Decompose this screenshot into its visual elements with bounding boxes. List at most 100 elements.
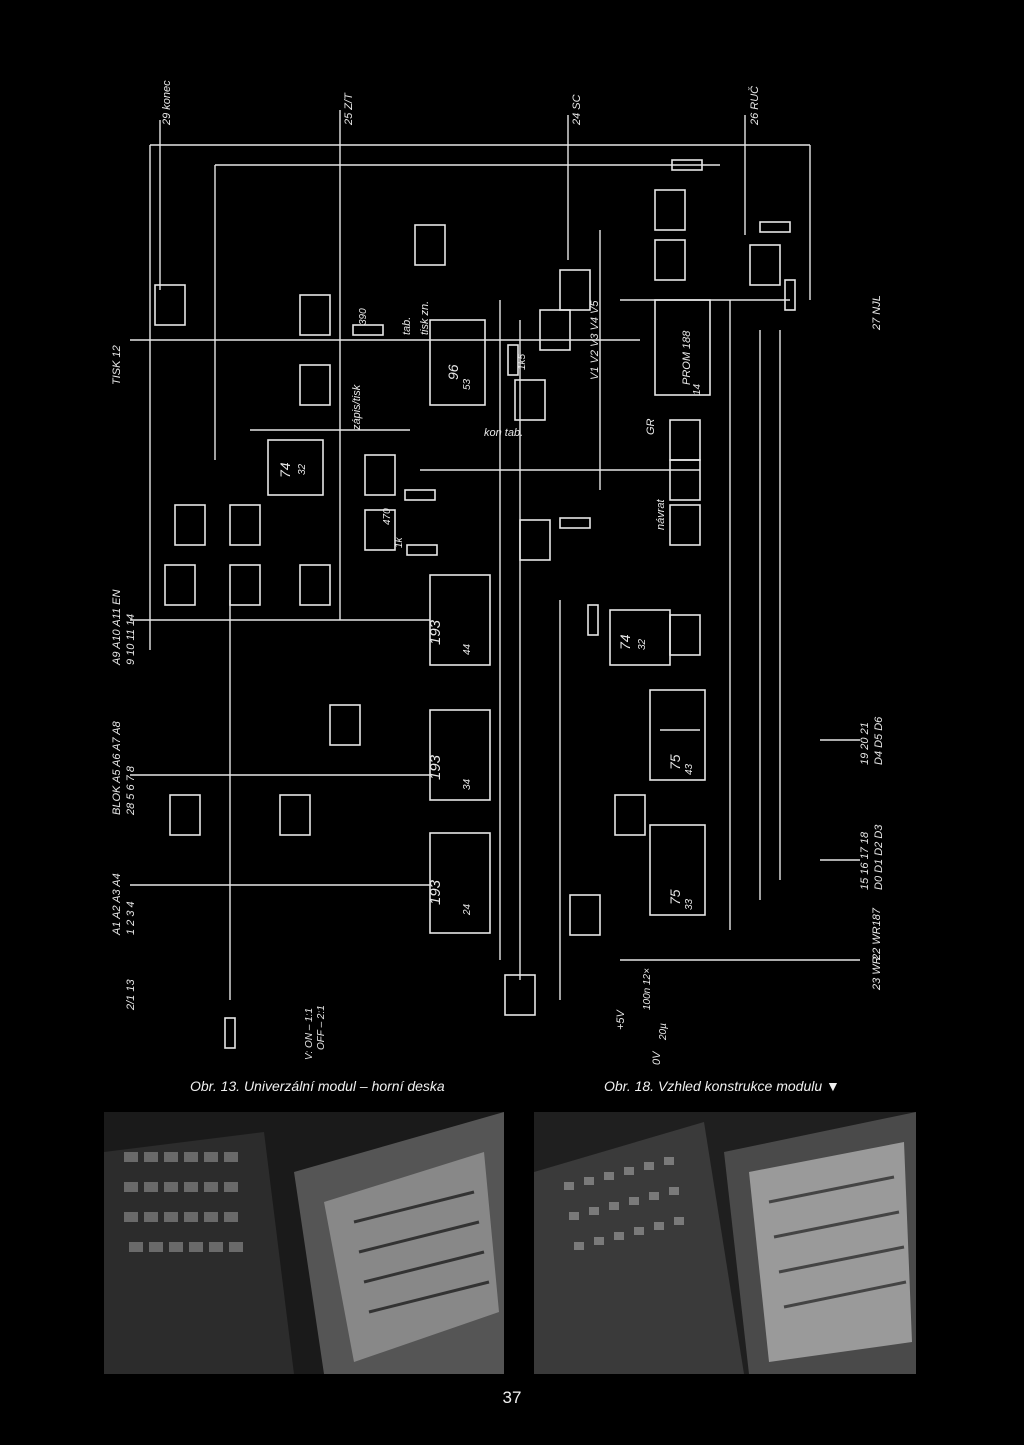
latch-chip-43: [649, 689, 706, 781]
latch-1-id: 43: [684, 763, 695, 775]
schematic-diagram: 193 193 193 44 34 24 PROM 188 14 96 53 7…: [111, 80, 885, 1065]
signal-19-21: 19 20 21: [859, 722, 871, 765]
label-v-on: V: ON – 1:1: [304, 1008, 315, 1060]
signal-a1-a4: A1 A2 A3 A4: [111, 873, 123, 936]
signal-a9-a11-pins: 9 10 11 14: [125, 614, 137, 665]
resistor-1k5a: [507, 344, 519, 376]
label-1k: 1k: [394, 536, 405, 548]
counter-3-id: 24: [462, 903, 473, 916]
resistor-1k5d: [759, 221, 791, 233]
resistor-390a: [352, 324, 384, 336]
latch-chip-33: [649, 824, 706, 916]
signal-wr187: 22 WR187: [871, 907, 883, 961]
label-20u: 20µ: [658, 1023, 669, 1041]
signal-sc: 24 SC: [571, 94, 583, 126]
gate-00-41: [539, 309, 571, 351]
resistor-1k5c: [671, 159, 703, 171]
resistor-390c: [406, 544, 438, 556]
down-triangle-icon: ▼: [826, 1078, 840, 1094]
gate-05-54d: [669, 459, 701, 501]
label-plus5v: +5V: [615, 1008, 627, 1030]
mux-chip: [429, 319, 486, 406]
label-v-row: V1 V2 V3 V4 V5: [589, 300, 601, 380]
signal-njl: 27 NJL: [871, 295, 883, 331]
signal-d0-d3: D0 D1 D2 D3: [873, 824, 885, 890]
label-off: OFF – 2:1: [316, 1005, 327, 1050]
label-100n: 100n: [642, 987, 653, 1010]
signal-15-18: 15 16 17 18: [859, 831, 871, 890]
prom-id: 14: [692, 383, 703, 395]
counter-chip-34: [429, 709, 491, 801]
mux-label: 96: [445, 364, 461, 380]
gate-08-21: [654, 239, 686, 281]
photo-module-right: [534, 1112, 916, 1374]
label-1k5: 1k5: [517, 353, 528, 370]
label-kon-tab: kon tab.: [484, 427, 523, 439]
page-number: 37: [502, 1388, 522, 1407]
counter-chip-24: [429, 832, 491, 934]
gate-04-42b: [504, 974, 536, 1016]
gate-08-23: [299, 294, 331, 336]
counter-1-id: 44: [462, 643, 473, 655]
gate-08-23b: [364, 509, 396, 551]
wiring: [130, 110, 860, 1000]
ff-2-id: 32: [637, 638, 648, 650]
figure-caption-left: Obr. 13. Univerzální modul – horní deska: [190, 1078, 445, 1094]
gate-08-22: [154, 284, 186, 326]
label-tisk-zn: tisk zn.: [419, 301, 431, 335]
gate-05-54e: [669, 504, 701, 546]
gate-04-42a: [519, 519, 551, 561]
ff-2-label: 74: [617, 634, 633, 650]
resistor-390b: [404, 489, 436, 501]
gate-00-41b: [279, 794, 311, 836]
gate-02-51d: [569, 894, 601, 936]
signal-konec: 29 konec: [161, 80, 173, 126]
latch-2-label: 75: [667, 889, 683, 905]
prom-label: PROM 188: [681, 330, 693, 385]
prom-chip: [654, 299, 711, 396]
gate-05-54c: [669, 419, 701, 461]
signal-zt: 25 Z/T: [343, 92, 355, 126]
label-470: 470: [382, 508, 393, 525]
counter-chip-44: [429, 574, 491, 666]
gate-08-52b: [229, 564, 261, 606]
signal-21-13: 2/1 13: [125, 979, 137, 1011]
gate-05-54a: [654, 189, 686, 231]
resistor-390d: [559, 517, 591, 529]
gate-04-22d: [169, 794, 201, 836]
resistor-1k5e: [784, 279, 796, 311]
annotations: tisk zn. tab. zápis/tisk kon tab. návrat…: [304, 300, 669, 1065]
latch-1-label: 75: [667, 754, 683, 770]
gate-04-22c: [299, 564, 331, 606]
signal-tisk: TISK 12: [111, 345, 123, 385]
counter-3-label: 193: [427, 879, 444, 905]
label-gr: GR: [645, 418, 657, 435]
figure-caption-right-text: Obr. 18. Vzhled konstrukce modulu: [604, 1078, 823, 1094]
gate-02-51c: [164, 564, 196, 606]
figure-caption-right: Obr. 18. Vzhled konstrukce modulu ▼: [604, 1078, 840, 1094]
gate-02-51: [414, 224, 446, 266]
gate-08-52d: [669, 614, 701, 656]
label-12x: 12×: [642, 968, 653, 985]
gate-05-54b: [749, 244, 781, 286]
ff-1-id: 32: [297, 463, 308, 475]
signal-ruc: 26 RUČ: [748, 86, 761, 126]
gate-04-22b: [299, 364, 331, 406]
gate-08-52c: [174, 504, 206, 546]
gate-08-52: [514, 379, 546, 421]
signal-d4-d6: D4 D5 D6: [873, 716, 885, 765]
gate-00-41c: [614, 794, 646, 836]
gate-04-42c: [329, 704, 361, 746]
latch-2-id: 33: [684, 898, 695, 910]
flipflop-chip-1: [267, 439, 324, 496]
counter-1-label: 193: [427, 619, 444, 645]
signal-labels: 29 konec 25 Z/T 24 SC 26 RUČ TISK 12 A9 …: [111, 80, 885, 1011]
label-tab: tab.: [401, 317, 413, 335]
resistor-1k5b: [587, 604, 599, 636]
label-390: 390: [358, 308, 369, 325]
gate-04-22: [364, 454, 396, 496]
ff-1-label: 74: [277, 462, 293, 478]
counter-2-label: 193: [427, 754, 444, 780]
label-navrat: návrat: [655, 498, 667, 530]
signal-blok-pins: 28 5 6 7 8: [125, 765, 137, 816]
